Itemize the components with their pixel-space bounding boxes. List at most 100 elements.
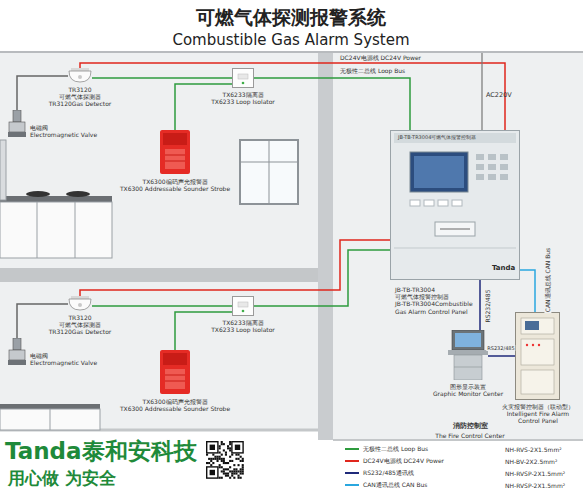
qr-module bbox=[235, 468, 237, 470]
drawing-part bbox=[233, 297, 254, 316]
drawing-part bbox=[165, 161, 185, 162]
qr-finder bbox=[232, 442, 243, 453]
qr-module bbox=[238, 454, 240, 456]
qr-module bbox=[240, 477, 242, 479]
drawing-part bbox=[26, 191, 50, 197]
drawing-part bbox=[476, 164, 484, 170]
qr-module bbox=[225, 468, 227, 470]
drawing-part bbox=[0, 404, 100, 409]
qr-module bbox=[233, 477, 235, 479]
drawing-part bbox=[476, 154, 484, 160]
qr-module bbox=[219, 466, 221, 468]
drawing-part bbox=[9, 122, 25, 132]
drawing-part bbox=[269, 140, 270, 204]
drawing-part bbox=[333, 439, 583, 441]
building bbox=[0, 52, 583, 440]
device-label: 电磁阀 bbox=[30, 352, 105, 359]
drawing-part bbox=[452, 200, 462, 206]
drawing-part bbox=[0, 52, 318, 268]
qr-module bbox=[229, 441, 231, 443]
drawing-part bbox=[438, 200, 448, 206]
drawing-part bbox=[521, 370, 554, 394]
device-label: Electromagnetic Valve bbox=[30, 131, 105, 138]
text-label: 用心做 为安全 bbox=[8, 468, 116, 488]
wire-label: RS232/485 bbox=[484, 289, 491, 324]
qr-module bbox=[212, 462, 214, 464]
qr-module bbox=[221, 460, 223, 462]
drawing-part bbox=[165, 149, 185, 169]
qr-finder bbox=[207, 467, 218, 478]
qr-module bbox=[221, 454, 223, 456]
qr-module bbox=[233, 470, 235, 472]
drawing-part bbox=[0, 51, 583, 53]
drawing-part bbox=[78, 303, 82, 307]
qr-module bbox=[223, 449, 225, 451]
device-node: TX6233隔离器TX6233 Loop Isolator bbox=[232, 68, 254, 88]
qr-module bbox=[229, 460, 231, 462]
device-node: TX6300编码声光报警器TX6300 Addressable Sounder … bbox=[160, 130, 190, 174]
controller-icon bbox=[390, 130, 520, 280]
qr-module bbox=[227, 475, 229, 477]
device-caption: 电磁阀Electromagnetic Valve bbox=[30, 352, 105, 366]
drawing-part bbox=[414, 156, 464, 188]
device-node: JB-TB-TR3004可燃气体报警控制器JB-TB-TR3004Combust… bbox=[390, 130, 520, 280]
drawing-part bbox=[410, 200, 462, 206]
device-label: TR3120 bbox=[38, 86, 122, 93]
qr-module bbox=[231, 475, 233, 477]
drawing-part bbox=[205, 440, 245, 480]
qr-module bbox=[221, 458, 223, 460]
qr-module bbox=[223, 470, 225, 472]
drawing-part bbox=[165, 369, 185, 389]
qr-module bbox=[238, 458, 240, 460]
qr-module bbox=[227, 473, 229, 475]
drawing-part bbox=[0, 282, 318, 430]
legend-text: RS232/485通讯线 bbox=[363, 467, 414, 479]
wire-connector bbox=[254, 250, 390, 306]
device-node: TX6233隔离器TX6233 Loop Isolator bbox=[232, 296, 254, 316]
qr-module bbox=[238, 470, 240, 472]
drawing-part bbox=[69, 299, 91, 310]
qr-module bbox=[229, 466, 231, 468]
drawing-part bbox=[163, 353, 187, 365]
drawing-part bbox=[333, 52, 583, 440]
device-node: TR3120可燃气体探测器TR3120Gas Detector bbox=[68, 68, 92, 83]
device-label: TX6233隔离器 bbox=[208, 319, 278, 326]
qr-module bbox=[229, 477, 231, 479]
device-caption: 图形显示装置Graphic Monitor Center bbox=[428, 383, 508, 397]
drawing-part bbox=[448, 350, 488, 355]
drawing-part bbox=[488, 174, 496, 180]
drawing-part bbox=[50, 409, 51, 430]
device-label: 可燃气体探测器 bbox=[38, 321, 122, 328]
drawing-part bbox=[71, 296, 89, 299]
text-label: AC220V bbox=[486, 92, 512, 100]
device-label: 可燃气体探测器 bbox=[38, 93, 122, 100]
text-label: NH-RVSP-2X1.5mm² bbox=[505, 482, 565, 489]
qr-module bbox=[221, 443, 223, 445]
wire-connector bbox=[92, 305, 232, 307]
qr-module bbox=[217, 460, 219, 462]
qr-finder bbox=[210, 470, 215, 475]
drawing-part bbox=[9, 350, 25, 360]
qr-module bbox=[240, 468, 242, 470]
drawing-part bbox=[500, 154, 508, 160]
device-label: TX6300编码声光报警器 bbox=[115, 398, 235, 405]
text-label: Tanda泰和安科技 bbox=[5, 438, 197, 466]
drawing-part bbox=[488, 164, 496, 170]
device-caption: JB-TB-TR3004可燃气体报警控制器JB-TB-TR3004Combust… bbox=[395, 286, 473, 315]
device-node: 火灾报警控制器（联动型）Intelligent Fire Alarm Contr… bbox=[515, 312, 560, 400]
text-label: The Fire Control Center bbox=[435, 432, 504, 439]
drawing-part bbox=[69, 71, 91, 82]
drawing-part bbox=[410, 152, 468, 192]
drawing-part bbox=[424, 200, 434, 206]
device-label: JB-TB-TR3004Combustible Gas Alarm Contro… bbox=[395, 300, 473, 314]
wire-connector bbox=[488, 355, 515, 357]
legend-swatch bbox=[345, 484, 359, 486]
drawing-part bbox=[410, 200, 420, 206]
qr-finder bbox=[210, 445, 215, 450]
qr-module bbox=[229, 470, 231, 472]
qr-finder bbox=[207, 442, 218, 453]
legend-text: CAN通讯总线 CAN Bus bbox=[363, 479, 427, 491]
qr-module bbox=[221, 470, 223, 472]
drawing-part bbox=[75, 202, 76, 258]
drawing-part bbox=[500, 174, 508, 180]
